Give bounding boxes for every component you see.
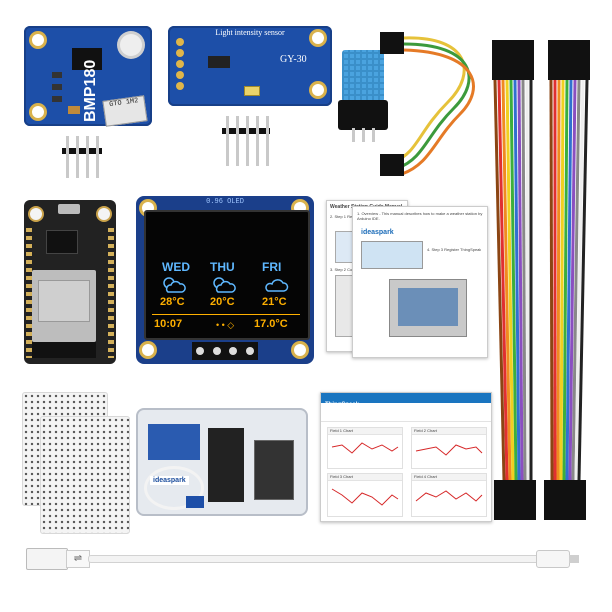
- manual-wiring-photo: [389, 279, 467, 337]
- oled-divider: [152, 314, 300, 315]
- capacitor: [68, 106, 80, 114]
- mount-hole: [142, 344, 154, 356]
- dht11-pcb: [338, 100, 388, 130]
- mount-hole: [120, 34, 142, 56]
- oled-module: 0.96 OLED WED THU FRI 28°C 20°C 21°C 10:…: [136, 196, 314, 364]
- regulator-chip: [72, 48, 102, 70]
- chart-title: Field 4 Chart: [412, 474, 486, 481]
- dashboard-info: [321, 403, 491, 422]
- oled-pin-header: [192, 342, 258, 360]
- manual-overview: 1. Overview - This manual describes how …: [357, 211, 483, 221]
- usb-icon: ⇌: [66, 550, 90, 568]
- case-usb-cable: [144, 466, 204, 510]
- bmp180-board: GTO 1M2 BMP180: [24, 26, 152, 127]
- regulator-chip: [208, 56, 230, 68]
- case-oled: [254, 440, 294, 500]
- pin-header: [62, 148, 102, 154]
- manual-step-3: 3. Step 2 Connect: [330, 267, 363, 272]
- page-indicator-icon: • • ◇: [216, 320, 235, 330]
- partly-cloudy-icon: [163, 277, 186, 293]
- breadboard-front: [40, 416, 130, 534]
- forecast-temp-1: 28°C: [160, 296, 185, 308]
- resistor: [52, 72, 62, 78]
- field-chart-1: Field 1 Chart: [327, 427, 403, 469]
- dashboard-header: ThingSpeak: [321, 393, 491, 408]
- header-pin: [266, 116, 269, 166]
- case-nodemcu: [208, 428, 244, 502]
- usb-serial-chip: [46, 230, 78, 254]
- thingspeak-dashboard: ThingSpeak Field 1 Chart Field 2 Chart F…: [320, 392, 492, 522]
- resistor: [52, 84, 62, 90]
- guide-manual-page-2: 1. Overview - This manual describes how …: [352, 206, 488, 358]
- mount-hole: [312, 84, 324, 96]
- case-brand-label: ideaspark: [150, 476, 189, 485]
- mount-hole: [32, 106, 44, 118]
- case-component: [186, 496, 204, 508]
- header-pin: [246, 116, 249, 166]
- header-pin: [236, 116, 239, 166]
- header-pin: [362, 128, 365, 142]
- forecast-temp-2: 20°C: [210, 296, 235, 308]
- case-sensor-board: [148, 424, 200, 460]
- gy30-model: GY-30: [280, 54, 307, 65]
- clock-time: 10:07: [154, 318, 183, 330]
- mount-hole: [312, 32, 324, 44]
- light-sensor-chip: [244, 86, 260, 96]
- header-pin: [66, 136, 69, 178]
- header-pin: [96, 136, 99, 178]
- manual-step-4: 4. Step 3 Register ThingSpeak: [427, 247, 482, 252]
- esp8266-module: [32, 270, 96, 342]
- mount-hole: [30, 208, 42, 220]
- short-jumper-wires: [380, 32, 475, 176]
- chart-title: Field 1 Chart: [328, 428, 402, 435]
- mount-hole: [294, 344, 306, 356]
- dashboard-brand: ThingSpeak: [325, 402, 360, 408]
- field-chart-4: Field 4 Chart: [411, 473, 487, 517]
- header-pin: [226, 116, 229, 166]
- indoor-temp: 17.0°C: [254, 318, 288, 330]
- oled-header: 0.96 OLED: [206, 198, 244, 206]
- header-pin: [372, 128, 375, 142]
- mount-hole: [32, 34, 44, 46]
- bmp180-label: BMP180: [82, 59, 99, 122]
- header-pin: [76, 136, 79, 178]
- gy30-board: Light intensity sensor GY-30: [168, 26, 332, 106]
- nodemcu-board: [24, 200, 116, 364]
- header-pin: [86, 136, 89, 178]
- gy30-pad-row: [176, 38, 186, 96]
- manual-photo: [361, 241, 423, 269]
- chip-marking: GTO 1M2: [108, 97, 140, 110]
- dht11-sensor: [342, 50, 384, 102]
- field-chart-3: Field 3 Chart: [327, 473, 403, 517]
- resistor: [52, 96, 62, 102]
- pin-row-left: [26, 228, 32, 358]
- chart-title: Field 3 Chart: [328, 474, 402, 481]
- micro-usb-plug: [536, 550, 579, 568]
- usb-cable-wire: [88, 555, 540, 563]
- storage-case: ideaspark: [136, 408, 308, 516]
- oled-screen: WED THU FRI 28°C 20°C 21°C 10:07 • • ◇ 1…: [144, 210, 310, 340]
- forecast-day-1: WED: [162, 260, 190, 274]
- partly-cloudy-icon: [213, 277, 236, 293]
- usb-a-plug: [26, 548, 77, 570]
- forecast-temp-3: 21°C: [262, 296, 287, 308]
- header-pin: [256, 116, 259, 166]
- gy30-title: Light intensity sensor: [215, 28, 285, 37]
- bmp180-chip: GTO 1M2: [102, 95, 148, 127]
- micro-usb-port: [58, 204, 80, 214]
- pin-row-right: [108, 228, 114, 358]
- header-pin: [352, 128, 355, 142]
- field-chart-2: Field 2 Chart: [411, 427, 487, 469]
- forecast-day-3: FRI: [262, 260, 282, 274]
- mount-hole: [98, 208, 110, 220]
- manual-brand: ideaspark: [361, 229, 394, 236]
- antenna: [32, 342, 96, 358]
- long-jumper-wires: [492, 40, 590, 520]
- forecast-day-2: THU: [210, 260, 235, 274]
- chart-title: Field 2 Chart: [412, 428, 486, 435]
- cloud-icon: [265, 279, 289, 292]
